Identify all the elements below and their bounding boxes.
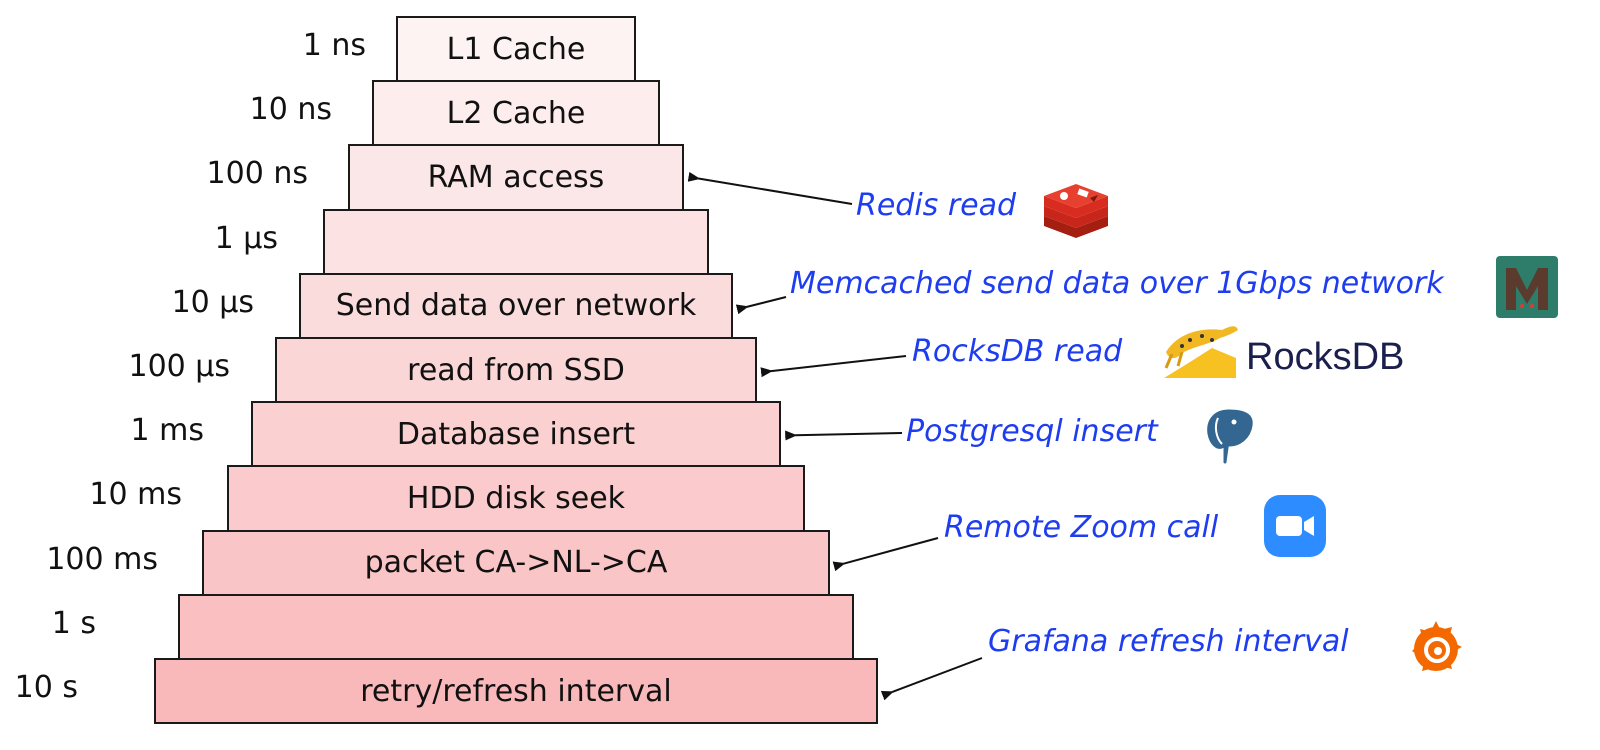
tier-7: HDD disk seek	[226, 465, 806, 532]
latency-label: 1 ns	[302, 28, 366, 63]
latency-label: 10 ms	[89, 477, 182, 513]
memcached-icon	[1496, 256, 1558, 318]
latency-label: 10 µs	[171, 284, 254, 320]
tier-label: Database insert	[396, 416, 636, 452]
tier-1: L2 Cache	[371, 80, 661, 147]
grafana-icon	[1412, 621, 1462, 671]
tier-4: Send data over network	[299, 272, 733, 339]
tier-label: L2 Cache	[446, 95, 586, 131]
redis-icon	[1044, 184, 1108, 238]
annotation-arrow	[735, 296, 787, 315]
tier-label: L1 Cache	[446, 31, 586, 67]
tier-label: RAM access	[427, 159, 605, 195]
annotation-label: Redis read	[856, 188, 1017, 223]
annotation-label: Remote Zoom call	[944, 510, 1219, 545]
tier-label: packet CA->NL->CA	[364, 545, 668, 581]
zoom-icon	[1264, 495, 1326, 557]
tier-label: Send data over network	[335, 288, 697, 324]
postgresql-icon	[1204, 406, 1256, 467]
latency-label: 10 s	[14, 670, 78, 705]
tier-5: read from SSD	[275, 337, 757, 404]
annotation-label: Postgresql insert	[906, 414, 1158, 449]
rocksdb-icon	[1164, 326, 1238, 378]
tier-label: retry/refresh interval	[360, 673, 672, 709]
latency-label: 100 ns	[206, 156, 308, 192]
latency-label: 100 µs	[128, 349, 230, 384]
latency-label: 100 ms	[46, 541, 158, 577]
tier-10: retry/refresh interval	[154, 658, 878, 725]
tier-9	[178, 593, 854, 660]
tier-label: HDD disk seek	[406, 480, 626, 516]
annotation-arrow	[785, 430, 903, 441]
annotation-arrow	[760, 355, 907, 378]
annotation-label: RocksDB read	[912, 334, 1123, 369]
latency-label: 1 s	[51, 605, 96, 641]
latency-label: 10 ns	[249, 92, 332, 128]
tier-0: L1 Cache	[396, 16, 636, 83]
annotation-label: Memcached send data over 1Gbps network	[790, 266, 1444, 301]
tier-3	[323, 208, 709, 275]
latency-label: 1 ms	[130, 413, 204, 449]
tier-label: read from SSD	[407, 352, 625, 388]
tier-6: Database insert	[250, 401, 782, 468]
annotation-label: Grafana refresh interval	[988, 624, 1349, 659]
annotation-arrow	[687, 171, 853, 205]
tier-2: RAM access	[347, 144, 685, 211]
annotation-arrow	[832, 537, 939, 572]
rocksdb-wordmark: RocksDB	[1246, 336, 1405, 378]
tier-8: packet CA->NL->CA	[202, 529, 830, 596]
latency-label: 1 µs	[214, 220, 278, 256]
annotation-arrow	[880, 657, 983, 701]
